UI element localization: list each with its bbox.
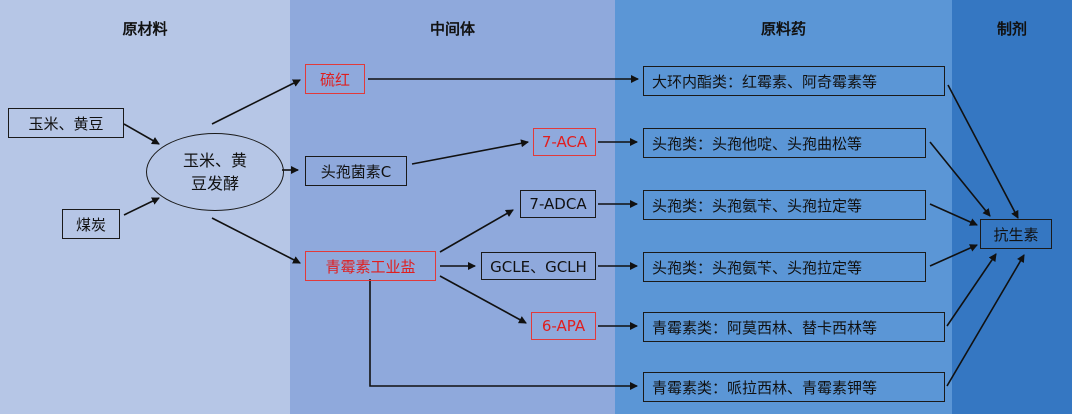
erythromycin-thiocyanate-box: 硫红 [305, 64, 365, 94]
arrow-ceph3-to-antibiotics [929, 244, 978, 267]
7-adca-box: 7-ADCA [520, 190, 596, 218]
intermediates-column-title: 中间体 [429, 20, 475, 38]
arrow-corn-to-fermentation [123, 123, 160, 145]
6-apa-box: 6-APA [531, 312, 596, 340]
cephalosporin-c-box: 头孢菌素C [305, 156, 407, 186]
corn-soybean-box: 玉米、黄豆 [8, 108, 124, 138]
cephalosporin-api-box-2: 头孢类：头孢氨苄、头孢拉定等 [643, 190, 926, 220]
formulation-column-title: 制剂 [996, 20, 1027, 38]
fermentation-label: 玉米、黄豆发酵 [182, 151, 247, 193]
intermediates-column: 中间体 [290, 0, 615, 414]
arrow-macrolides-to-antibiotics [947, 84, 1019, 219]
gcle-gclh-box: GCLE、GCLH [481, 252, 596, 280]
fermentation-ellipse: 玉米、黄豆发酵 [146, 133, 284, 211]
arrow-penicillin-to-apa [439, 275, 527, 324]
arrow-ceph2-to-antibiotics [929, 203, 978, 226]
api-column: 原料药 [615, 0, 952, 414]
arrow-coal-to-fermentation [123, 197, 160, 216]
raw-materials-column-title: 原材料 [122, 20, 168, 38]
macrolides-api-box: 大环内酯类：红霉素、阿奇霉素等 [643, 66, 945, 96]
7-aca-box: 7-ACA [533, 128, 596, 156]
arrow-penicillin-to-penicillin2 [369, 279, 638, 390]
arrow-fermentation-to-penicillin [211, 217, 301, 264]
penicillin-api-box-2: 青霉素类：哌拉西林、青霉素钾等 [643, 372, 945, 402]
arrow-penicillin-to-adca [439, 209, 514, 253]
arrow-cephc-to-aca [411, 139, 529, 165]
arrow-penicillin2-to-antibiotics [946, 254, 1025, 387]
antibiotics-box: 抗生素 [980, 219, 1052, 249]
arrow-fermentation-to-thiocyanate [211, 79, 301, 125]
api-column-title: 原料药 [760, 20, 806, 38]
coal-box: 煤炭 [62, 209, 120, 239]
cephalosporin-api-box-1: 头孢类：头孢他啶、头孢曲松等 [643, 128, 926, 158]
cephalosporin-api-box-3: 头孢类：头孢氨苄、头孢拉定等 [643, 252, 926, 282]
arrow-ceph1-to-antibiotics [929, 141, 991, 217]
arrow-penicillin1-to-antibiotics [946, 253, 997, 327]
penicillin-industrial-salt-box: 青霉素工业盐 [305, 251, 436, 281]
penicillin-api-box-1: 青霉素类：阿莫西林、替卡西林等 [643, 312, 945, 342]
